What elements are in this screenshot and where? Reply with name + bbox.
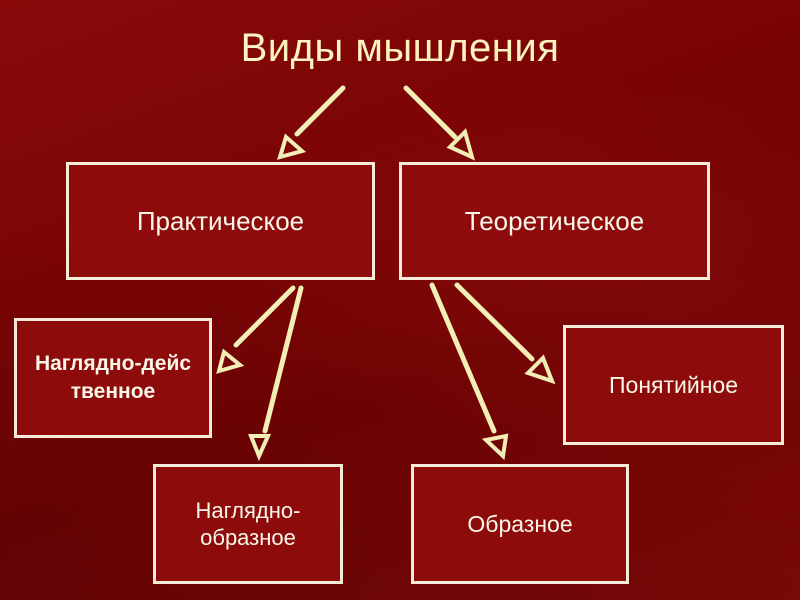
arrowhead-conceptual: [524, 354, 556, 385]
node-theoretical-label: Теоретическое: [464, 205, 645, 236]
node-conceptual: Понятийное: [563, 325, 784, 445]
node-visual-figurative-line2: образное: [200, 525, 296, 550]
node-visual-action-label: Наглядно-действенное: [34, 351, 192, 403]
node-practical-label: Практическое: [136, 205, 305, 236]
node-visual-action: Наглядно-действенное: [14, 318, 212, 438]
arrow-theoretical-to-figurative: [429, 282, 497, 434]
node-visual-figurative-text: Наглядно- образное: [196, 497, 301, 552]
arrow-title-to-practical: [294, 85, 346, 137]
node-practical: Практическое: [66, 162, 375, 280]
arrowhead-figurative: [481, 433, 509, 461]
node-figurative: Образное: [411, 464, 629, 584]
node-visual-figurative: Наглядно- образное: [153, 464, 343, 584]
arrowhead-visual-figurative: [248, 434, 272, 462]
arrow-theoretical-to-conceptual: [454, 282, 535, 362]
arrowhead-practical: [277, 133, 307, 160]
node-figurative-label: Образное: [467, 510, 573, 537]
node-conceptual-label: Понятийное: [609, 371, 738, 398]
node-theoretical: Теоретическое: [399, 162, 710, 280]
arrow-practical-to-visual-figurative: [262, 285, 304, 434]
arrowhead-visual-action: [216, 348, 245, 374]
node-visual-figurative-line1: Наглядно-: [195, 497, 301, 523]
arrowhead-theoretical: [446, 128, 476, 161]
diagram-title: Виды мышления: [240, 26, 560, 70]
arrow-practical-to-visual-action: [233, 285, 296, 348]
arrow-title-to-theoretical: [403, 85, 458, 140]
